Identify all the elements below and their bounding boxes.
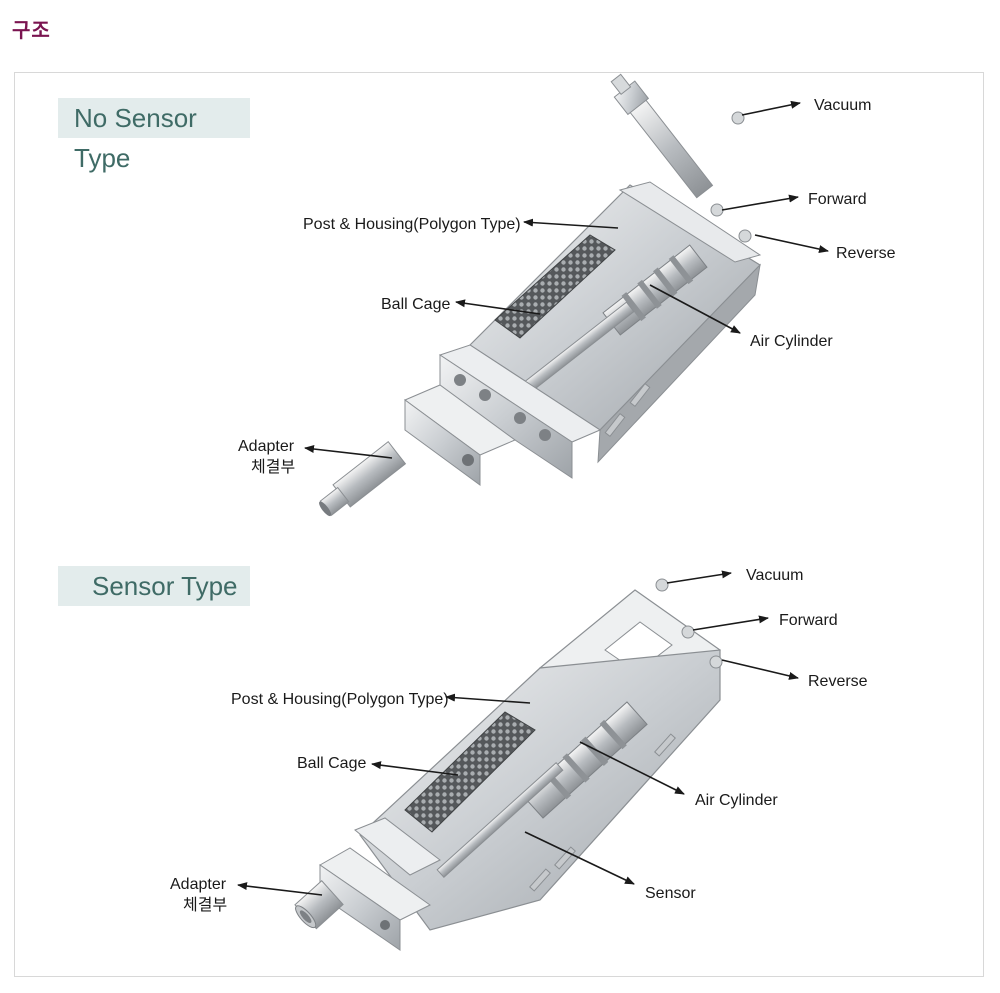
label-vacuum: Vacuum: [814, 97, 872, 114]
label-reverse: Reverse: [836, 245, 896, 262]
page-title: 구조: [12, 18, 51, 42]
label-adapter-korean: 체결부: [183, 896, 227, 914]
adapter-arrow: [304, 445, 393, 459]
reverse-arrow: [754, 234, 829, 253]
ball-cage-arrow: [455, 299, 541, 315]
label-adapter: Adapter: [170, 876, 227, 893]
label-post-housing: Post & Housing(Polygon Type): [231, 691, 449, 708]
vacuum-arrow: [741, 100, 801, 116]
forward-arrow: [721, 194, 799, 211]
label-air-cylinder: Air Cylinder: [695, 792, 778, 809]
forward-arrow: [692, 615, 769, 631]
label-post-housing: Post & Housing(Polygon Type): [303, 216, 521, 233]
label-forward: Forward: [779, 612, 838, 629]
air-cylinder-arrow: [649, 284, 741, 334]
sensor-assembly-illustration: [294, 578, 723, 951]
sensor-callouts: Vacuum Forward Reverse Post & Housing(Po…: [170, 567, 868, 914]
air-cylinder-arrow: [579, 741, 685, 795]
section-title-sensor: Sensor Type: [58, 566, 250, 606]
no-sensor-assembly-illustration: [319, 73, 762, 517]
no-sensor-callouts: Vacuum Forward Reverse Post & Housing(Po…: [238, 97, 896, 476]
label-reverse: Reverse: [808, 673, 868, 690]
post-housing-arrow: [523, 218, 619, 229]
label-forward: Forward: [808, 191, 867, 208]
label-adapter-korean: 체결부: [251, 458, 295, 476]
reverse-arrow: [721, 659, 799, 680]
label-adapter: Adapter: [238, 438, 295, 455]
label-ball-cage: Ball Cage: [297, 755, 366, 772]
label-sensor: Sensor: [645, 885, 696, 902]
label-ball-cage: Ball Cage: [381, 296, 450, 313]
section-title-no-sensor: No Sensor Type: [58, 98, 250, 173]
ball-cage-arrow: [371, 761, 459, 776]
adapter-arrow: [237, 882, 323, 896]
vacuum-arrow: [666, 570, 732, 584]
sensor-arrow: [524, 831, 635, 885]
label-vacuum: Vacuum: [746, 567, 804, 584]
label-air-cylinder: Air Cylinder: [750, 333, 833, 350]
post-housing-arrow: [445, 693, 531, 704]
